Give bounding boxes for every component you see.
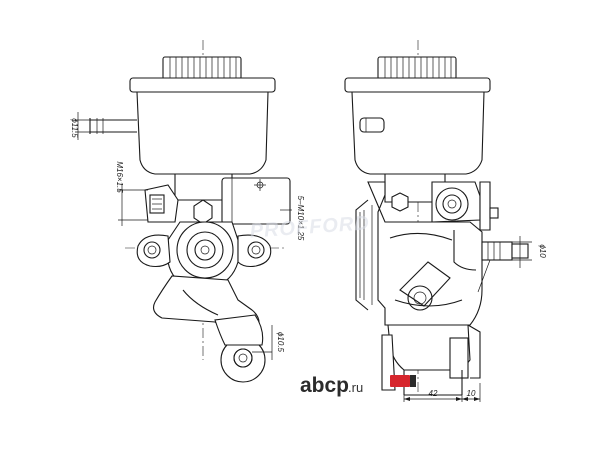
- right-view: ϕ10 42 10: [344, 40, 547, 402]
- abcp-logo-icon: abcp .ru: [300, 374, 416, 397]
- logo-brand-text: abcp: [300, 374, 349, 397]
- pipe-diameter-label: ϕ11.5: [70, 118, 79, 138]
- width-dimension-42: 42: [429, 389, 438, 398]
- mount-hole-label: ϕ10.5: [276, 332, 285, 353]
- left-view: ϕ11.5 M16×1.5: [70, 40, 305, 383]
- width-dimension-10: 10: [467, 389, 476, 398]
- right-port-label: ϕ10: [538, 244, 547, 258]
- logo-suffix-text: .ru: [348, 380, 363, 395]
- port-thread-label: 5–M10×1.25: [296, 196, 305, 241]
- union-thread-label: M16×1.5: [115, 161, 124, 193]
